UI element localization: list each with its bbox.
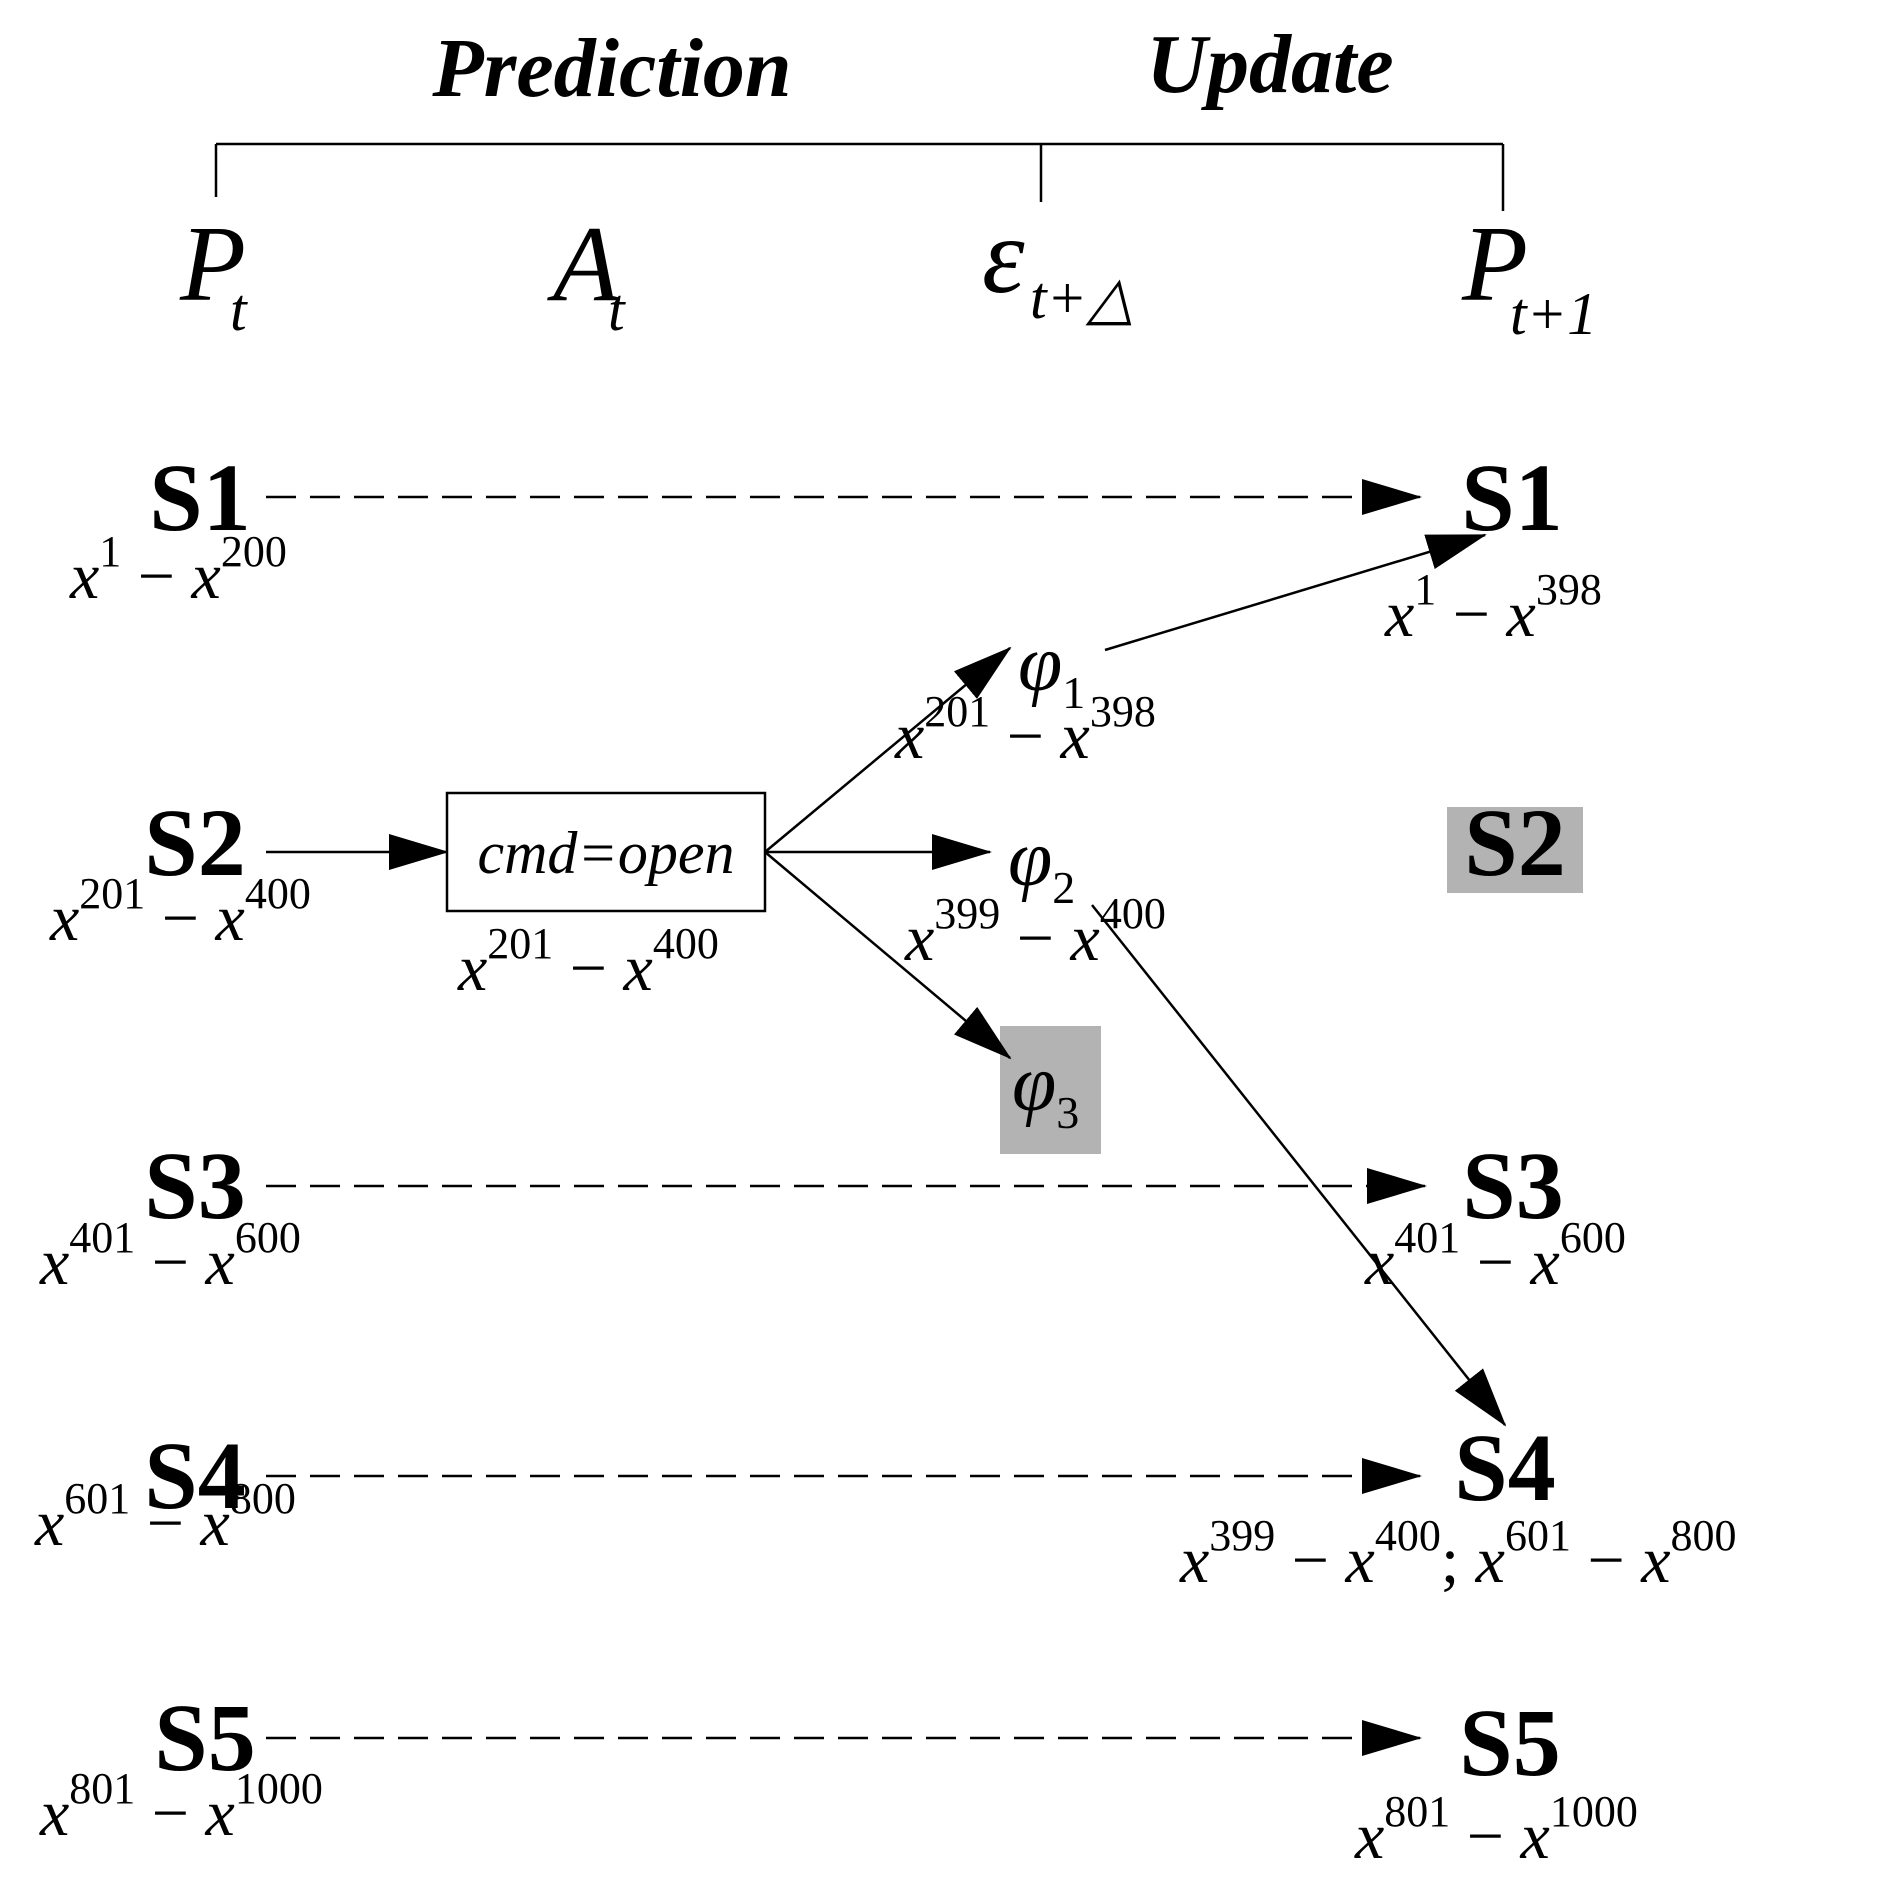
column-pt1-subscript: t+1 (1510, 281, 1597, 347)
left-state-range: x201 − x400 (49, 869, 311, 955)
phi1-to-s1-arrow (1104, 533, 1487, 652)
event-symbol: φ3 (1012, 1040, 1079, 1138)
s2-right-highlight (1447, 807, 1583, 893)
column-header-pt: P t (179, 205, 248, 343)
phi3-highlight (1000, 1026, 1101, 1154)
right-state-2: S2 (1464, 789, 1565, 896)
right-state-range: x401 − x600 (1364, 1213, 1626, 1299)
left-state-range: x601 − x800 (34, 1474, 296, 1560)
phi2-to-s4-arrow (1091, 904, 1507, 1427)
event-phi-3: φ3 (1012, 1040, 1079, 1138)
action-to-phi3-arrow (764, 851, 1012, 1060)
column-header-at: A t (547, 205, 626, 343)
left-state-label: S4 (144, 1422, 245, 1529)
right-state-range: x399 − x400; x601 − x800 (1179, 1511, 1737, 1597)
column-pt-symbol: P (179, 205, 246, 324)
column-at-symbol: A (547, 205, 620, 324)
event-symbol: φ1 (1018, 620, 1085, 718)
phase-prediction-label: Prediction (431, 22, 791, 115)
event-range: x201 − x398 (894, 687, 1156, 773)
column-pt1-symbol: P (1461, 205, 1528, 324)
action-range: x201 − x400 (457, 919, 719, 1005)
column-pt-subscript: t (230, 277, 248, 343)
column-at-subscript: t (608, 277, 626, 343)
action-node: cmd=open (445, 791, 767, 913)
right-state-label: S1 (1461, 444, 1562, 551)
left-state-range: x801 − x1000 (39, 1764, 323, 1850)
left-state-label: S1 (149, 444, 250, 551)
right-state-label: S4 (1454, 1414, 1555, 1521)
action-range-group: x201 − x400 (457, 919, 719, 1005)
action-box (445, 791, 767, 913)
left-state-label: S3 (144, 1132, 245, 1239)
event-range: x399 − x400 (904, 889, 1166, 975)
column-eps-subscript: t+△ (1030, 265, 1133, 331)
right-state-range: x1 − x398 (1384, 565, 1602, 651)
right-state-label: S3 (1462, 1132, 1563, 1239)
action-to-phi1-arrow (764, 646, 1012, 853)
event-symbol: φ2 (1008, 815, 1075, 913)
left-state-label: S2 (144, 789, 245, 896)
left-state-label: S5 (154, 1684, 255, 1791)
right-state-label: S2 (1464, 789, 1565, 896)
action-label: cmd=open (477, 820, 734, 886)
left-state-range: x401 − x600 (39, 1213, 301, 1299)
right-state-range: x801 − x1000 (1354, 1787, 1638, 1873)
phase-update-label: Update (1146, 18, 1393, 111)
column-header-pt1: P t+1 (1461, 205, 1597, 347)
connectors (266, 479, 1507, 1756)
phase-bracket (214, 142, 1505, 211)
right-state-label: S5 (1459, 1689, 1560, 1796)
right-state-1: S1 x1 − x398 (1384, 444, 1602, 651)
column-header-eps: ε t+△ (982, 197, 1133, 331)
column-eps-symbol: ε (982, 197, 1025, 316)
left-state-range: x1 − x200 (69, 527, 287, 613)
